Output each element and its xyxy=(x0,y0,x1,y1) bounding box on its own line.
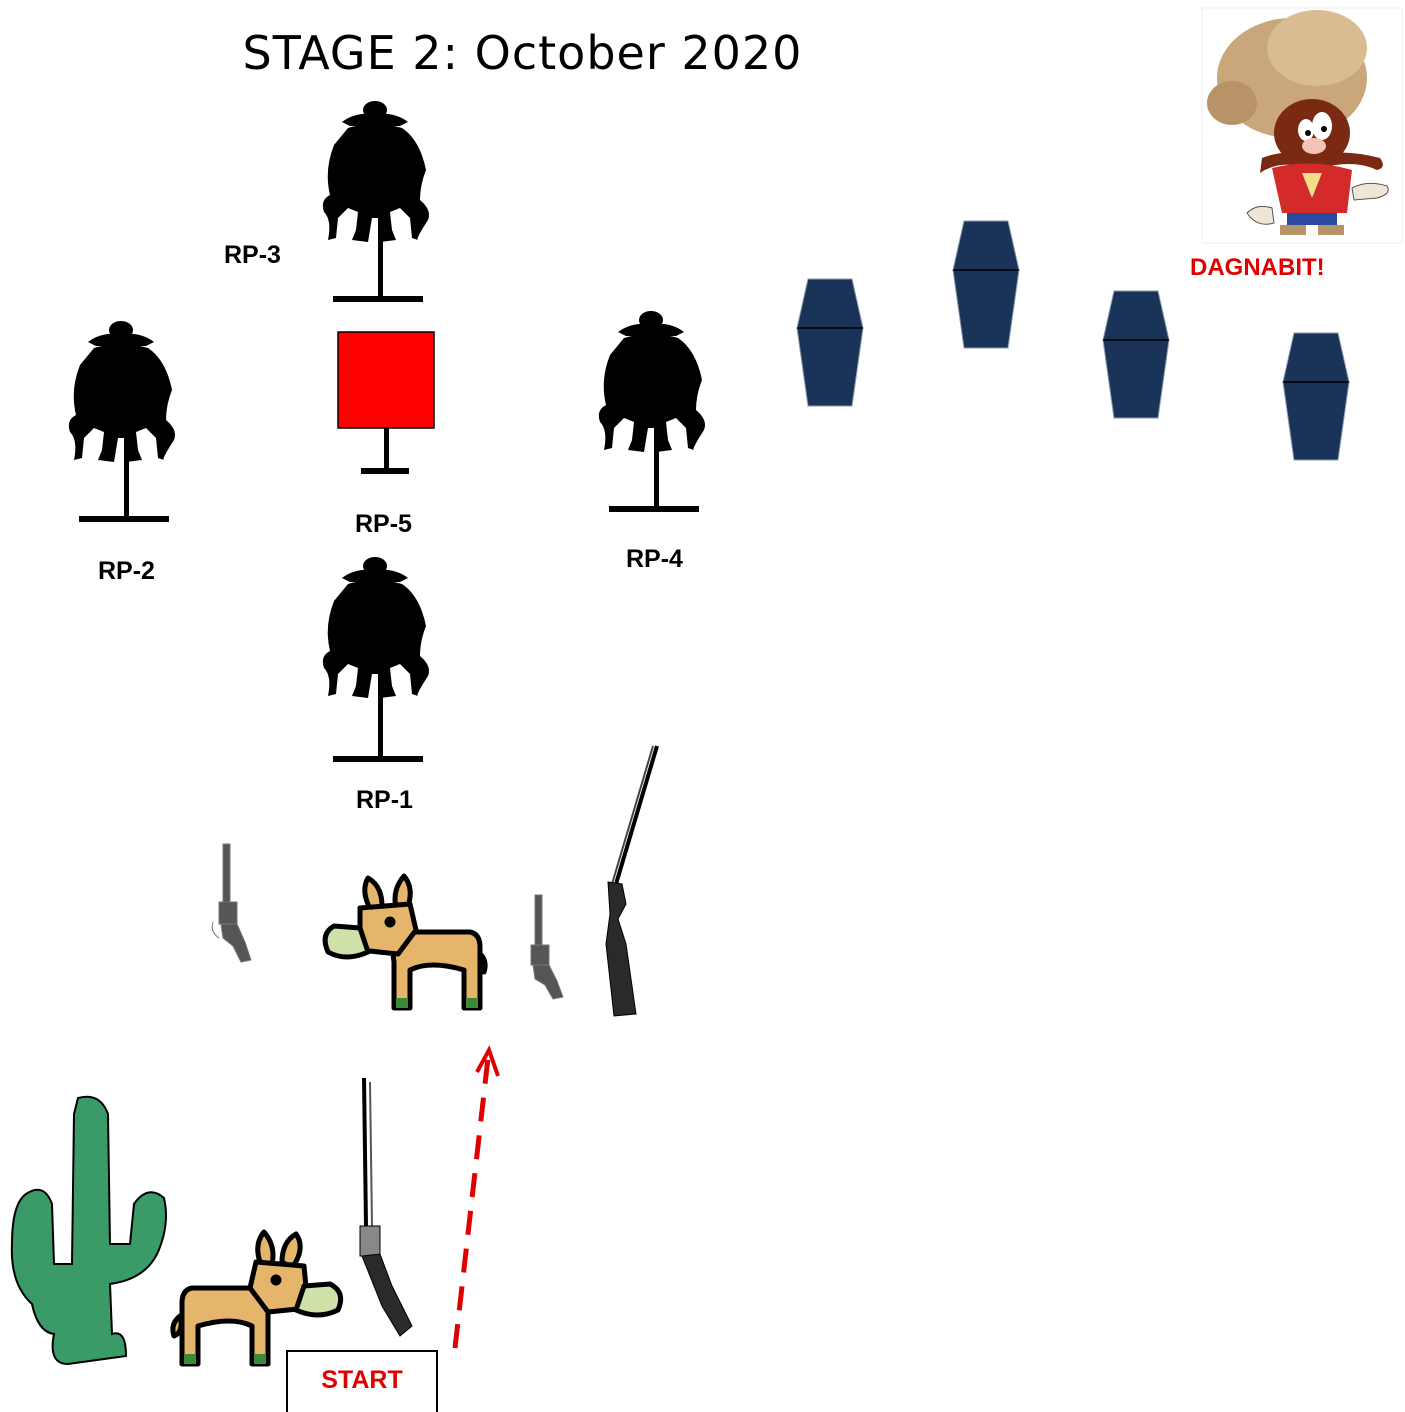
cowboy-character-icon xyxy=(1201,7,1403,244)
outlaw-target-rp4 xyxy=(598,311,705,512)
outlaw-target-rp2 xyxy=(68,321,175,522)
target-label-rp2: RP-2 xyxy=(98,557,155,585)
outlaw-target-rp3 xyxy=(322,101,429,302)
plate-target-rp5 xyxy=(337,331,435,474)
target-label-rp5: RP-5 xyxy=(355,510,412,538)
start-label: START xyxy=(321,1366,403,1394)
rifle-icon xyxy=(359,1077,413,1337)
movement-arrow xyxy=(452,1045,500,1349)
coffin-target-3 xyxy=(1102,290,1170,419)
mule-prop-lower xyxy=(170,1229,344,1367)
stage-title: STAGE 2: October 2020 xyxy=(242,26,803,80)
outlaw-target-rp1 xyxy=(322,557,429,762)
target-label-rp4: RP-4 xyxy=(626,545,683,573)
coffin-target-4 xyxy=(1282,332,1350,461)
cactus-icon xyxy=(10,1095,167,1366)
target-label-rp3: RP-3 xyxy=(224,241,281,269)
shotgun-icon xyxy=(605,745,659,1017)
coffin-target-1 xyxy=(796,278,864,407)
revolver-icon-left xyxy=(211,843,252,963)
coffin-target-2 xyxy=(952,220,1020,349)
start-position: START xyxy=(286,1350,438,1412)
character-caption: DAGNABIT! xyxy=(1190,254,1325,281)
target-label-rp1: RP-1 xyxy=(356,786,413,814)
mule-prop-upper xyxy=(322,873,488,1011)
revolver-icon-right xyxy=(530,894,564,1000)
